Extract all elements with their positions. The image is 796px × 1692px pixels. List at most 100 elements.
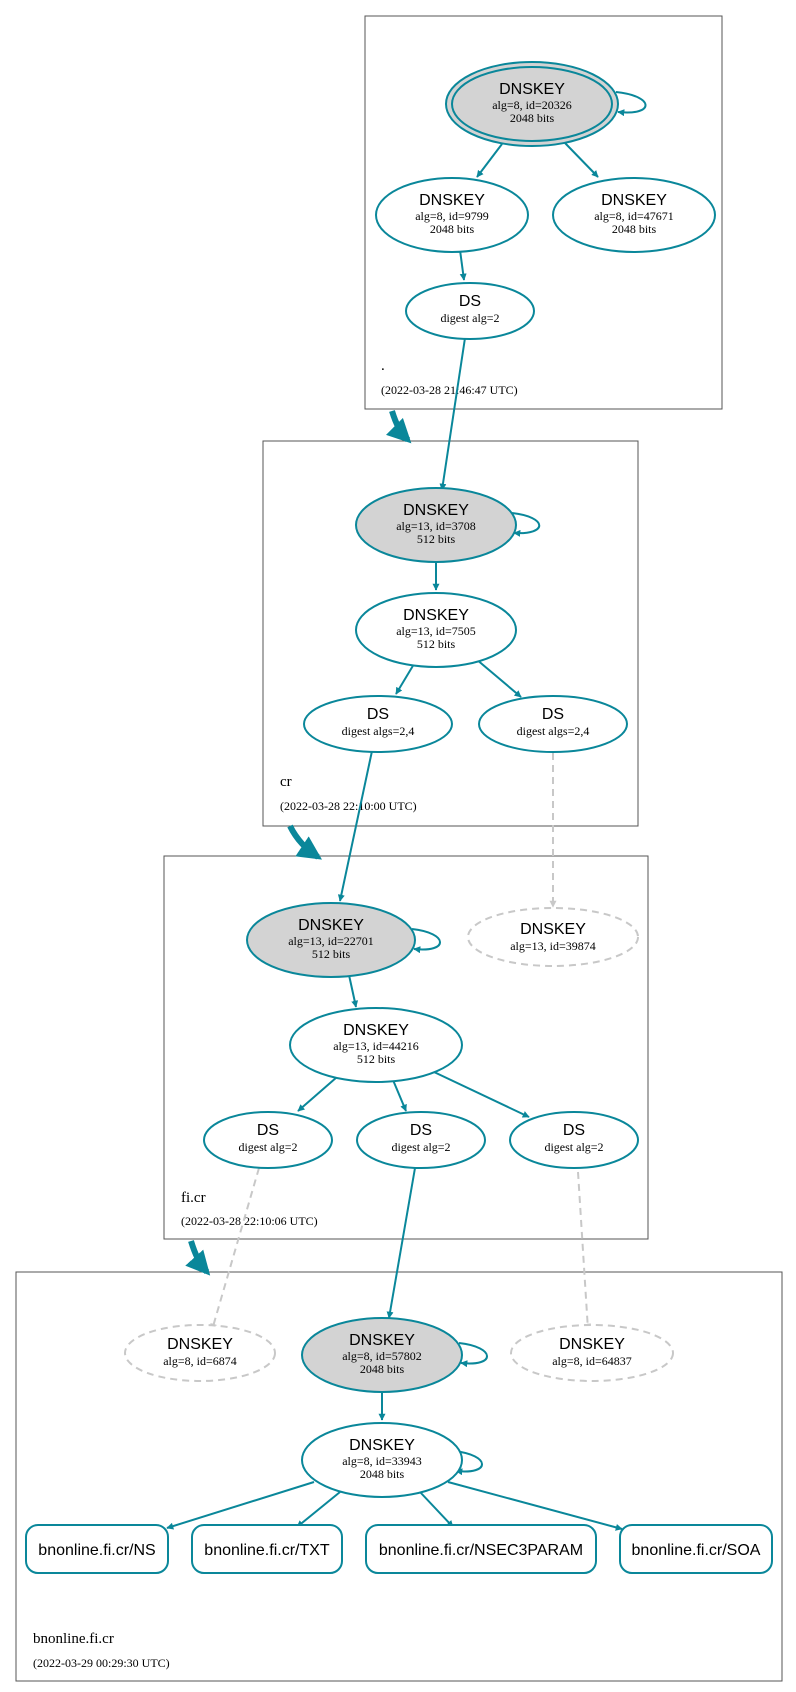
node-detail: alg=8, id=47671 [594, 209, 674, 223]
node-detail: 512 bits [417, 637, 456, 651]
zone-root: . (2022-03-28 21:46:47 UTC) [364, 15, 723, 410]
node-title: DS [563, 1122, 585, 1139]
node-detail: 512 bits [417, 532, 456, 546]
node-title: DS [542, 706, 564, 723]
zone-cr: cr (2022-03-28 22:10:00 UTC) [262, 440, 639, 827]
edge [476, 143, 503, 178]
node-ellipse [405, 282, 535, 340]
node-detail: 512 bits [312, 947, 351, 961]
zone-box [15, 1271, 783, 1682]
node-detail: 512 bits [357, 1052, 396, 1066]
rrset-label: bnonline.fi.cr/NS [38, 1542, 155, 1559]
node-detail: alg=13, id=7505 [396, 624, 476, 638]
node-ellipse-dashed [124, 1324, 276, 1382]
node-ellipse [303, 695, 453, 753]
node-ellipse-dashed [510, 1324, 674, 1382]
rrset-box [619, 1524, 773, 1574]
edge [453, 1450, 483, 1476]
node-detail: digest alg=2 [440, 311, 499, 325]
edge [411, 928, 441, 954]
dnskey-node-9799: DNSKEY alg=8, id=9799 2048 bits [375, 177, 529, 253]
edge [615, 91, 647, 117]
node-title: DNSKEY [601, 192, 667, 209]
dnskey-node-33943: DNSKEY alg=8, id=33943 2048 bits [301, 1422, 463, 1498]
rrset-node-ns: bnonline.fi.cr/NS [25, 1524, 169, 1574]
rrset-label: bnonline.fi.cr/NSEC3PARAM [379, 1542, 583, 1559]
node-ellipse [375, 177, 529, 253]
ksk-ellipse [246, 902, 416, 978]
node-title: DS [257, 1122, 279, 1139]
node-detail: digest algs=2,4 [517, 724, 590, 738]
zone-box [262, 440, 639, 827]
edge [511, 512, 541, 537]
zone-name: cr [280, 774, 292, 790]
edge [395, 663, 415, 695]
node-title: DNSKEY [349, 1437, 415, 1454]
rrset-box [365, 1524, 597, 1574]
edge [392, 1079, 407, 1112]
zone-name: . [381, 358, 385, 374]
zone-bnonline-fi-cr: bnonline.fi.cr (2022-03-29 00:29:30 UTC) [15, 1271, 783, 1682]
dnskey-node-44216: DNSKEY alg=13, id=44216 512 bits [289, 1007, 463, 1083]
node-title: DNSKEY [403, 607, 469, 624]
node-detail: digest algs=2,4 [342, 724, 415, 738]
zone-box [364, 15, 723, 410]
ksk-ellipse [355, 487, 517, 563]
rrset-box [191, 1524, 343, 1574]
node-detail: 2048 bits [510, 111, 555, 125]
node-ellipse [552, 177, 716, 253]
delegation-arrow [385, 410, 412, 444]
node-title: DNSKEY [419, 192, 485, 209]
node-detail: alg=8, id=20326 [492, 98, 572, 112]
zone-timestamp: (2022-03-29 00:29:30 UTC) [33, 1656, 170, 1670]
node-detail: digest alg=2 [238, 1140, 297, 1154]
dnskey-node-3708: DNSKEY alg=13, id=3708 512 bits [355, 487, 517, 563]
zone-fi-cr: fi.cr (2022-03-28 22:10:06 UTC) [163, 855, 649, 1240]
node-ellipse [355, 592, 517, 668]
node-title: DNSKEY [520, 921, 586, 938]
edge [475, 658, 522, 698]
node-detail: alg=13, id=3708 [396, 519, 476, 533]
edge [297, 1076, 338, 1112]
zone-name: fi.cr [181, 1190, 206, 1206]
node-title: DNSKEY [349, 1332, 415, 1349]
node-detail: 2048 bits [430, 222, 475, 236]
rrset-label: bnonline.fi.cr/SOA [632, 1542, 761, 1559]
zone-timestamp: (2022-03-28 22:10:00 UTC) [280, 799, 417, 813]
dnskey-node-64837-missing: DNSKEY alg=8, id=64837 [510, 1324, 674, 1382]
ds-node-fi-cr-1: DS digest alg=2 [203, 1111, 333, 1169]
delegation-arrow [287, 824, 322, 860]
node-detail: digest alg=2 [544, 1140, 603, 1154]
edge [296, 1491, 341, 1528]
rrset-node-txt: bnonline.fi.cr/TXT [191, 1524, 343, 1574]
node-title: DNSKEY [343, 1022, 409, 1039]
edge [564, 142, 599, 178]
node-detail: 2048 bits [612, 222, 657, 236]
dnskey-node-47671: DNSKEY alg=8, id=47671 2048 bits [552, 177, 716, 253]
edge [459, 249, 467, 281]
node-ellipse [203, 1111, 333, 1169]
dnskey-node-39874-missing: DNSKEY alg=13, id=39874 [467, 907, 639, 967]
ds-node-fi-cr-2: DS digest alg=2 [356, 1111, 486, 1169]
node-detail: alg=13, id=39874 [510, 939, 596, 953]
node-detail: digest alg=2 [391, 1140, 450, 1154]
edge [419, 1491, 454, 1528]
rrset-box [25, 1524, 169, 1574]
edge [166, 1481, 315, 1530]
node-detail: alg=8, id=33943 [342, 1454, 422, 1468]
node-detail: alg=13, id=22701 [288, 934, 374, 948]
node-detail: alg=8, id=57802 [342, 1349, 422, 1363]
node-detail: alg=8, id=64837 [552, 1354, 632, 1368]
node-ellipse [301, 1422, 463, 1498]
rrset-node-nsec3param: bnonline.fi.cr/NSEC3PARAM [365, 1524, 597, 1574]
node-title: DNSKEY [559, 1336, 625, 1353]
delegation-arrow [185, 1240, 211, 1276]
node-ellipse [509, 1111, 639, 1169]
node-ellipse [289, 1007, 463, 1083]
node-detail: alg=13, id=44216 [333, 1039, 419, 1053]
edge [433, 1071, 530, 1118]
zone-timestamp: (2022-03-28 21:46:47 UTC) [381, 383, 518, 397]
rrset-node-soa: bnonline.fi.cr/SOA [619, 1524, 773, 1574]
ksk-ellipse [451, 66, 613, 142]
